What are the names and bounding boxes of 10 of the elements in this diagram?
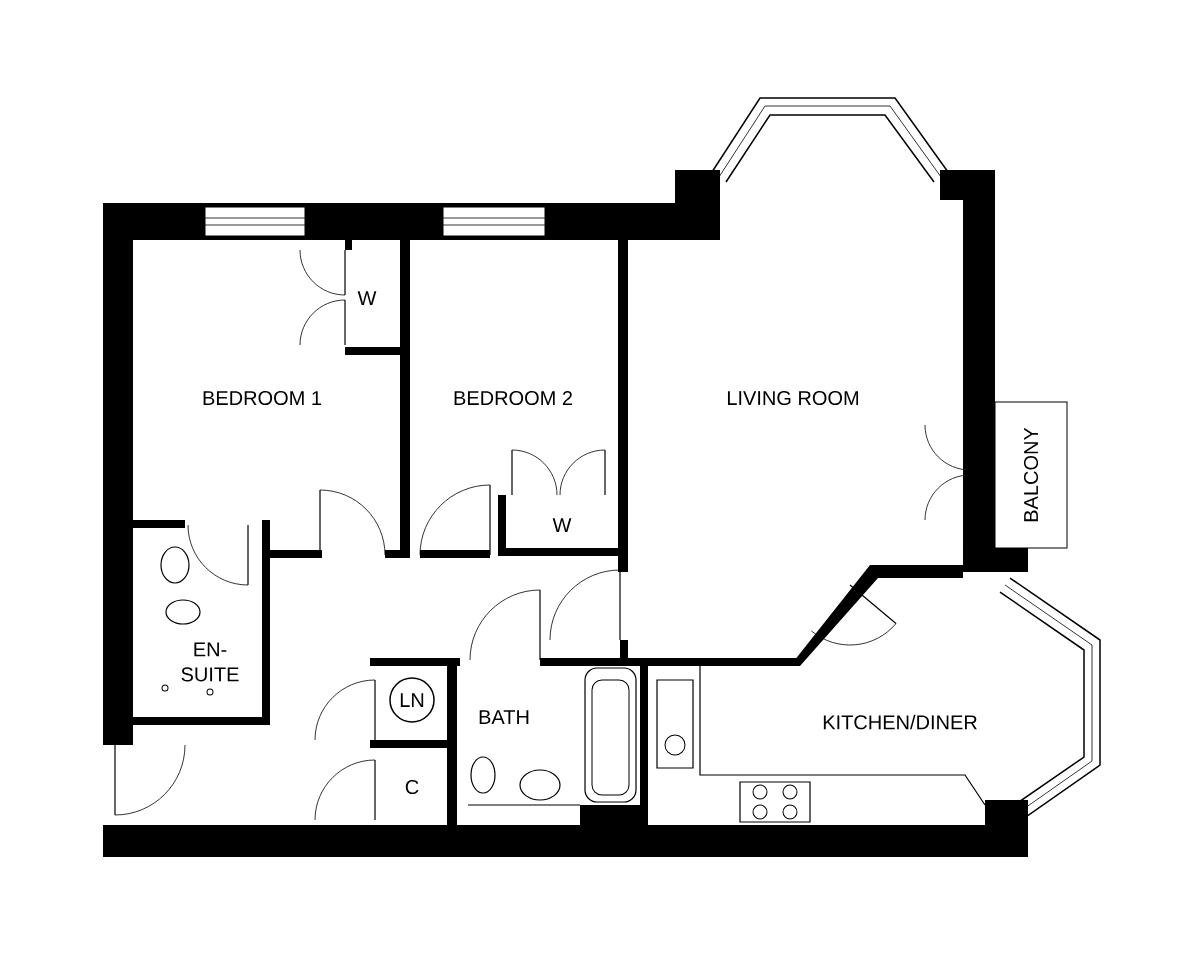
room-label: EN- SUITE [181, 642, 239, 682]
room-label: BEDROOM 1 [203, 390, 321, 406]
room-label: LIVING ROOM [728, 390, 858, 406]
room-label: BEDROOM 2 [454, 390, 572, 406]
room-label: W [552, 518, 572, 532]
room-label: W [357, 291, 377, 305]
room-label: KITCHEN/DINER [823, 714, 977, 730]
room-label: BATH [479, 710, 529, 724]
balcony-box: BALCONY [994, 401, 1068, 549]
room-label: C [405, 779, 419, 795]
